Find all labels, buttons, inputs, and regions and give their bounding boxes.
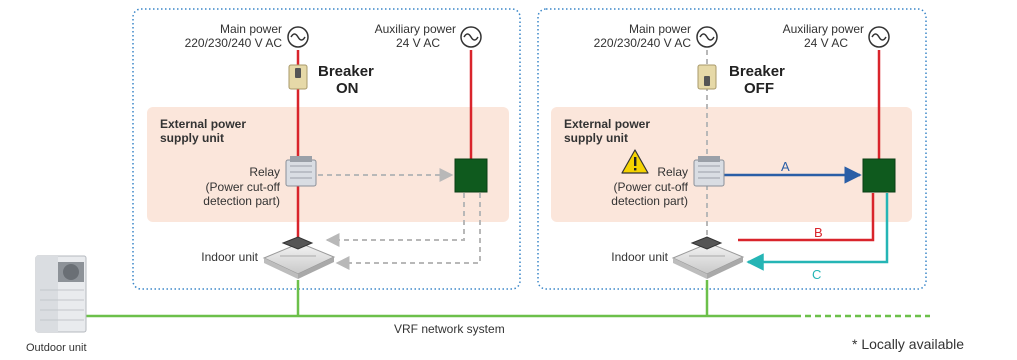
left-main-power-voltage: 220/230/240 V AC	[184, 36, 282, 50]
right-eps-line1: External power	[564, 117, 651, 131]
left-dashed-module-to-indoor-1	[325, 193, 465, 247]
footnote: * Locally available	[852, 336, 965, 352]
right-indoor-label: Indoor unit	[611, 250, 668, 264]
signal-c-arrow	[746, 193, 889, 271]
ac-source-icon	[460, 26, 482, 48]
right-eps-box	[551, 107, 912, 222]
left-eps-line2: supply unit	[160, 131, 224, 145]
relay-icon	[285, 156, 317, 187]
outdoor-unit-label: Outdoor unit	[26, 342, 87, 354]
warning-icon	[621, 149, 649, 174]
left-relay-sub2: detection part)	[203, 194, 280, 208]
left-panel-border	[132, 8, 521, 290]
network-label: VRF network system	[394, 322, 505, 336]
left-relay-sub1: (Power cut-off	[205, 180, 280, 194]
outdoor-unit-icon	[35, 255, 87, 333]
left-dashed-module-to-indoor-2	[335, 193, 481, 270]
right-breaker-state: OFF	[744, 80, 774, 97]
left-main-power-label: Main power	[219, 22, 282, 36]
right-relay-sub2: detection part)	[611, 194, 688, 208]
signal-b-line	[738, 193, 875, 242]
left-breaker-state: ON	[336, 80, 359, 97]
left-eps-box	[147, 107, 509, 222]
signal-c-label: C	[812, 267, 822, 282]
right-aux-power-label: Auxiliary power	[782, 22, 864, 36]
left-indoor-label: Indoor unit	[201, 250, 258, 264]
right-eps-line2: supply unit	[564, 131, 628, 145]
right-panel-border	[537, 8, 927, 290]
left-breaker-label: Breaker	[318, 63, 374, 80]
ac-source-icon	[696, 26, 718, 48]
module-box-icon	[862, 158, 896, 193]
right-aux-power-voltage: 24 V AC	[803, 36, 848, 50]
left-aux-power-label: Auxiliary power	[374, 22, 456, 36]
cassette-indoor-unit-icon	[671, 236, 745, 279]
breaker-switch-icon	[288, 64, 308, 90]
ac-source-icon	[868, 26, 890, 48]
signal-b-label: B	[814, 225, 823, 240]
module-box-icon	[454, 158, 488, 193]
right-main-power-label: Main power	[628, 22, 691, 36]
left-aux-power-voltage: 24 V AC	[395, 36, 440, 50]
cassette-indoor-unit-icon	[262, 236, 336, 279]
relay-icon	[693, 156, 725, 187]
right-main-power-voltage: 220/230/240 V AC	[593, 36, 691, 50]
right-relay-sub1: (Power cut-off	[613, 180, 688, 194]
ac-source-icon	[287, 26, 309, 48]
left-relay-label: Relay	[249, 165, 280, 179]
right-relay-label: Relay	[657, 165, 688, 179]
signal-a-label: A	[781, 159, 790, 174]
breaker-switch-icon	[697, 64, 717, 90]
right-breaker-label: Breaker	[729, 63, 785, 80]
left-eps-line1: External power	[160, 117, 247, 131]
